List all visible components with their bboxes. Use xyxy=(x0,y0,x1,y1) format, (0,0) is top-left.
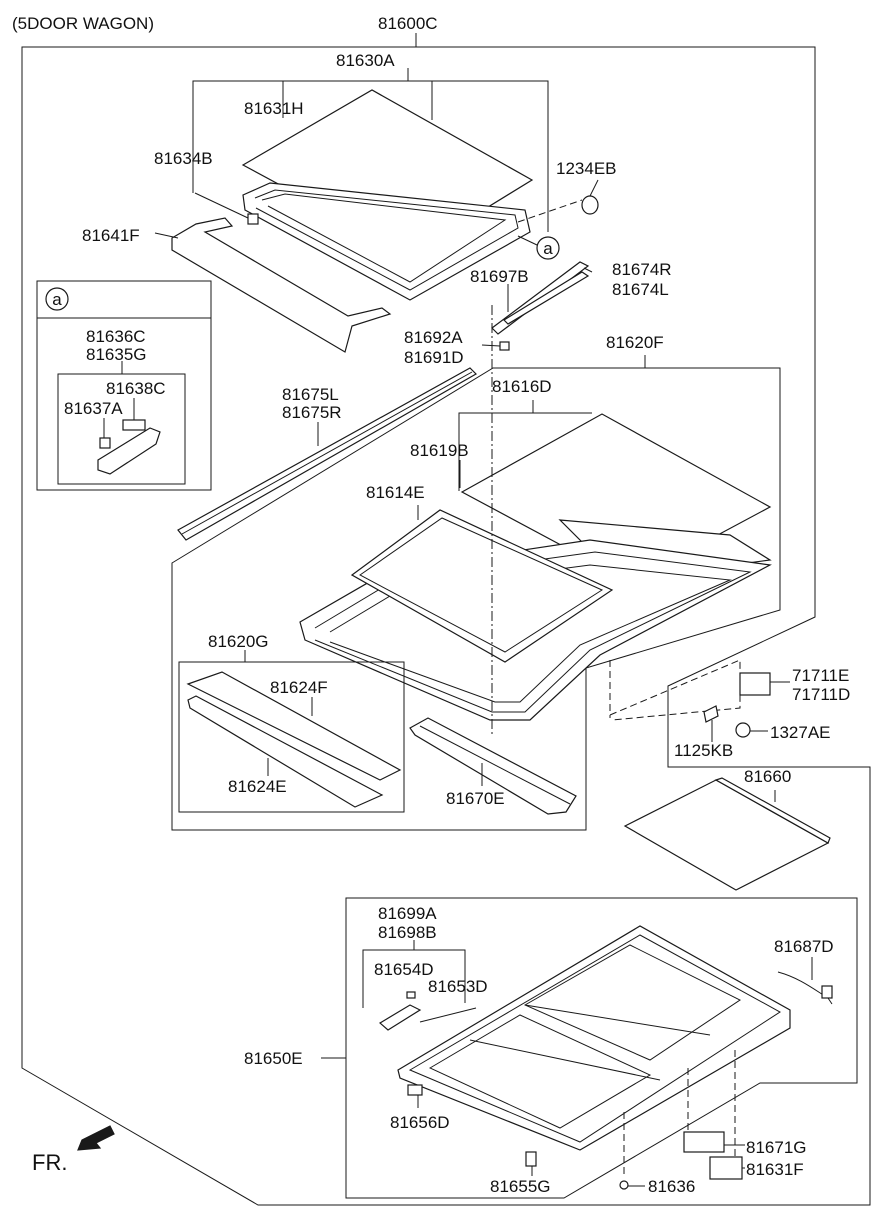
assembly-boundary xyxy=(21,46,871,1206)
label-81620f: 81620F xyxy=(606,333,664,352)
label-81697b: 81697B xyxy=(470,267,529,286)
label-81656d: 81656D xyxy=(390,1113,450,1132)
label-81630a: 81630A xyxy=(336,51,395,70)
label-81619b: 81619B xyxy=(410,441,469,460)
label-81675l: 81675L xyxy=(282,385,339,404)
label-1327ae: 1327AE xyxy=(770,723,831,742)
variant-label: (5DOOR WAGON) xyxy=(12,14,154,33)
label-81636c: 81636C xyxy=(86,327,146,346)
label-81698b: 81698B xyxy=(378,923,437,942)
label-81670e: 81670E xyxy=(446,789,505,808)
label-71711e: 71711E xyxy=(792,666,849,685)
label-81624f: 81624F xyxy=(270,678,328,697)
bolt-1125kb xyxy=(703,705,719,723)
inset-callout-marker: a xyxy=(52,290,62,309)
label-1234eb: 1234EB xyxy=(556,159,617,178)
label-81614e: 81614E xyxy=(366,483,425,502)
label-1125kb: 1125KB xyxy=(674,741,733,760)
plug-1234eb xyxy=(581,195,599,215)
label-81671g: 81671G xyxy=(746,1138,807,1157)
mechanism-frame-81650e xyxy=(397,925,791,1151)
label-81634b: 81634B xyxy=(154,149,213,168)
label-81636: 81636 xyxy=(648,1177,695,1196)
nut-1327ae xyxy=(735,722,751,738)
label-81600c: 81600C xyxy=(378,14,438,33)
orientation-label: FR. xyxy=(32,1150,67,1175)
sunshade-81624e xyxy=(187,695,384,808)
bracket-71711 xyxy=(739,672,771,696)
callout-marker-a: a xyxy=(543,239,553,258)
inset-detail-box xyxy=(36,280,212,491)
inset-callout-circle xyxy=(45,287,69,311)
bracket-81630a xyxy=(192,80,549,232)
label-81675r: 81675R xyxy=(282,403,342,422)
cable-guide-81653d xyxy=(378,1004,422,1031)
group-boundary-81620f xyxy=(171,367,781,831)
label-81653d: 81653D xyxy=(428,977,488,996)
fastener-81636 xyxy=(619,1180,629,1190)
label-81655g: 81655G xyxy=(490,1177,551,1196)
sunshade-81624f xyxy=(186,671,402,781)
label-81635g: 81635G xyxy=(86,345,147,364)
label-81650e: 81650E xyxy=(244,1049,303,1068)
label-81660: 81660 xyxy=(744,767,791,786)
label-81641f: 81641F xyxy=(82,226,140,245)
label-81674r: 81674R xyxy=(612,260,672,279)
callout-circle-a xyxy=(536,236,560,260)
label-81624e: 81624E xyxy=(228,777,287,796)
group-boundary-81650e xyxy=(345,897,858,1199)
motor-81671g xyxy=(683,1131,725,1153)
label-81638c: 81638C xyxy=(106,379,166,398)
front-direction-arrow-icon xyxy=(77,1125,115,1151)
label-81692a: 81692A xyxy=(404,328,463,347)
label-71711d: 71711D xyxy=(792,685,850,704)
label-81674l: 81674L xyxy=(612,280,669,299)
clip-81692a xyxy=(499,341,510,351)
hinge-bracket-81637a xyxy=(97,427,161,475)
motor-81631f xyxy=(709,1156,743,1180)
label-81691d: 81691D xyxy=(404,348,464,367)
label-81620g: 81620G xyxy=(208,632,269,651)
label-81654d: 81654D xyxy=(374,960,434,979)
clip-81655g xyxy=(525,1151,537,1167)
label-81631f: 81631F xyxy=(746,1160,804,1179)
label-81687d: 81687D xyxy=(774,937,834,956)
label-81631h: 81631H xyxy=(244,99,304,118)
clip-81656d xyxy=(407,1084,423,1096)
label-81616d: 81616D xyxy=(492,377,552,396)
sunshade-81660 xyxy=(623,779,830,891)
glass-frame xyxy=(242,182,531,301)
part-labels: (5DOOR WAGON) 81600C 81630A 81631H 81634… xyxy=(12,14,850,1196)
label-81637a: 81637A xyxy=(64,399,123,418)
label-81699a: 81699A xyxy=(378,904,437,923)
seal-81614e xyxy=(350,509,614,663)
clip-81634b xyxy=(247,213,259,225)
group-box-81620g xyxy=(178,661,405,813)
deflector-81641f xyxy=(171,217,392,353)
